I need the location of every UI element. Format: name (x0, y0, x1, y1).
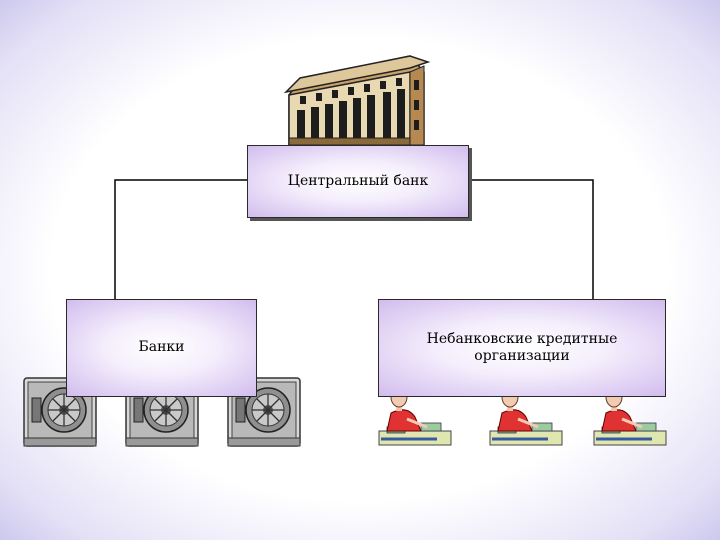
node-nonbank-credit-orgs: Небанковские кредитные организации (378, 299, 666, 397)
connector-lines (114, 179, 594, 299)
node-central-bank-label: Центральный банк (287, 172, 429, 189)
node-banks: Банки (66, 299, 257, 397)
connector-central-to-nonbank (469, 179, 594, 299)
node-nonbank-label: Небанковские кредитные организации (426, 330, 618, 365)
connector-central-to-banks (114, 179, 247, 299)
node-banks-label: Банки (138, 339, 185, 356)
node-central-bank: Центральный банк (247, 145, 469, 218)
bank-building-icon (283, 55, 431, 146)
